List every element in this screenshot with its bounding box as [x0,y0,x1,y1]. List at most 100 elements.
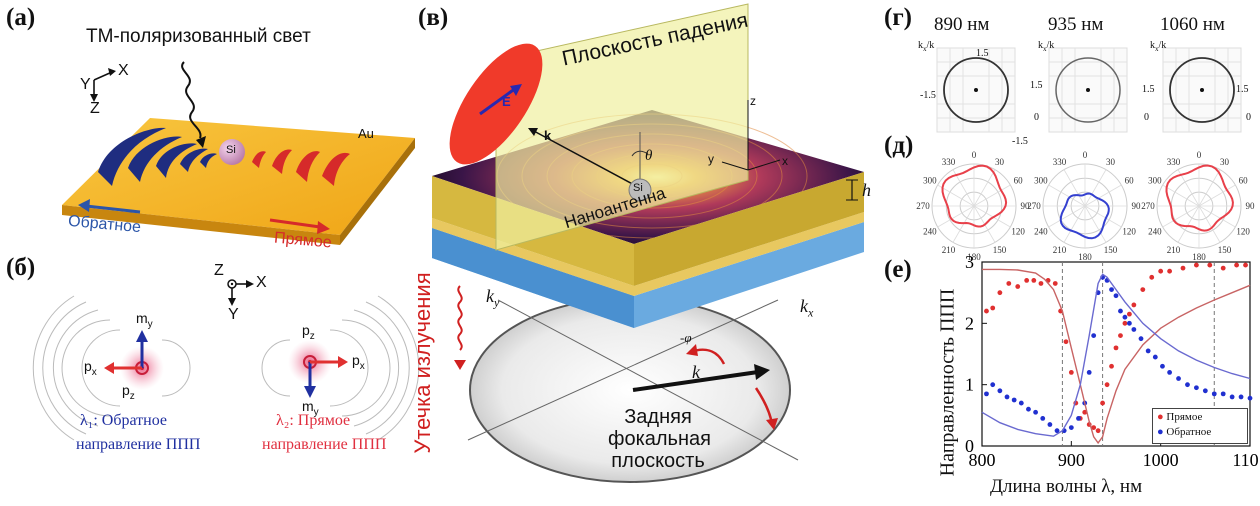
gold-film-side [340,138,415,245]
polar-angle-label: 120 [1236,227,1250,237]
polar-angle-label: 300 [1148,176,1162,186]
b-axis-z: Z [214,262,224,279]
legend-backward: ● Обратное [1157,426,1212,438]
polar-grid-spoke [1084,205,1107,243]
wavelength-3: 1060 нм [1160,14,1225,35]
y-tick-label: 3 [965,256,974,272]
polar-angle-label: 300 [1034,176,1048,186]
data-point [1131,302,1137,308]
polar-pattern [941,164,1008,228]
data-point [1194,262,1199,268]
data-point [984,308,989,314]
k-label-bottom: k [692,362,700,382]
directivity-chart: 800900100011000123 [965,256,1258,470]
data-point [1068,425,1074,430]
polar-angle-label: 120 [1122,227,1136,237]
data-point [990,305,996,311]
polar-grid-spoke [973,169,996,207]
polar-angle-label: 210 [1053,245,1067,255]
data-point [1109,363,1114,369]
data-point [1026,406,1031,412]
kx-label: kx [800,296,814,320]
polar-angle-label: 240 [1148,227,1162,237]
panel-a-illustration [62,61,415,245]
polar-grid-spoke [1063,169,1086,207]
k-map-1060 [1162,47,1242,133]
k-map-935 [1048,47,1128,133]
data-point [1167,370,1172,375]
data-point [1113,345,1119,351]
incidence-plane [495,3,749,251]
forward-waves [252,149,350,186]
polar-angle-label: 60 [1014,176,1024,186]
backward-waves [98,127,217,186]
polar-angle-label: 30 [1220,157,1230,167]
tick-pos-1: 1.5 [976,48,989,59]
data-point [1127,311,1132,317]
data-point [1024,278,1030,283]
polar-angle-label: 90 [1246,201,1256,211]
polar-angle-label: 330 [942,157,956,167]
data-point [1145,348,1151,354]
right-px-label: px [352,352,365,372]
right-pz-label: pz [302,322,315,342]
axis-z-label: Z [90,100,100,117]
axis-x-label: X [118,62,129,79]
forward-arrow [269,218,321,229]
polar-angle-label: 0 [1083,150,1088,160]
data-point [984,391,989,397]
polar-angle-label: 150 [993,245,1007,255]
polar-angle-label: 180 [1078,252,1092,262]
polar-angle-label: 0 [1197,150,1202,160]
data-point [1015,284,1021,289]
polar-angle-label: 150 [1104,245,1118,255]
tick-pos-1b: 1.5 [1030,80,1043,91]
data-point [1158,268,1164,274]
data-point [1095,428,1101,434]
panel-label-d: (д) [884,132,914,159]
ky-axis-line [467,299,779,441]
axis-x-small: x [782,154,788,168]
data-point [1091,333,1097,338]
polar-angle-label: 270 [1027,201,1041,211]
left-my-label: my [136,310,153,330]
data-point [1152,354,1158,360]
e-field-label: E [502,94,511,109]
data-point [1185,382,1190,388]
polar-grid-spoke [1048,184,1086,207]
k-label-top: k [544,128,552,143]
data-point [1113,293,1119,299]
si-particle [219,139,245,165]
data-point [1207,262,1213,268]
polar-angle-label: 150 [1218,245,1232,255]
kx-axis-label-2: kx/k [1038,40,1055,53]
chart-legend: ● Прямое ● Обратное [1152,408,1248,444]
tm-light-title: TM-поляризованный свет [86,26,311,47]
left-pz-label: pz [122,382,135,402]
panel-label-g: (г) [884,4,913,31]
data-point [1038,281,1044,286]
polar-pattern [1059,192,1110,240]
right-caption-2: направление ППП [262,436,387,453]
data-point [1052,281,1058,286]
b-axis-y: Y [228,306,239,323]
left-emission-rings [32,295,191,441]
polar-angle-label: 180 [1192,252,1206,262]
data-point [990,382,996,388]
polar-grid-spoke [1063,205,1086,243]
polar-grid-spoke [1198,205,1236,228]
chart-x-label: Длина волны λ, нм [990,476,1143,497]
panel-b-illustration [32,279,420,441]
slab-side [634,172,864,286]
data-point [1131,327,1137,332]
polar-angle-label: 210 [1167,245,1181,255]
data-point [1122,320,1128,326]
polar-grid-spoke [1084,205,1122,228]
data-point [1229,394,1235,400]
data-point [997,290,1003,296]
data-point [1220,265,1226,271]
